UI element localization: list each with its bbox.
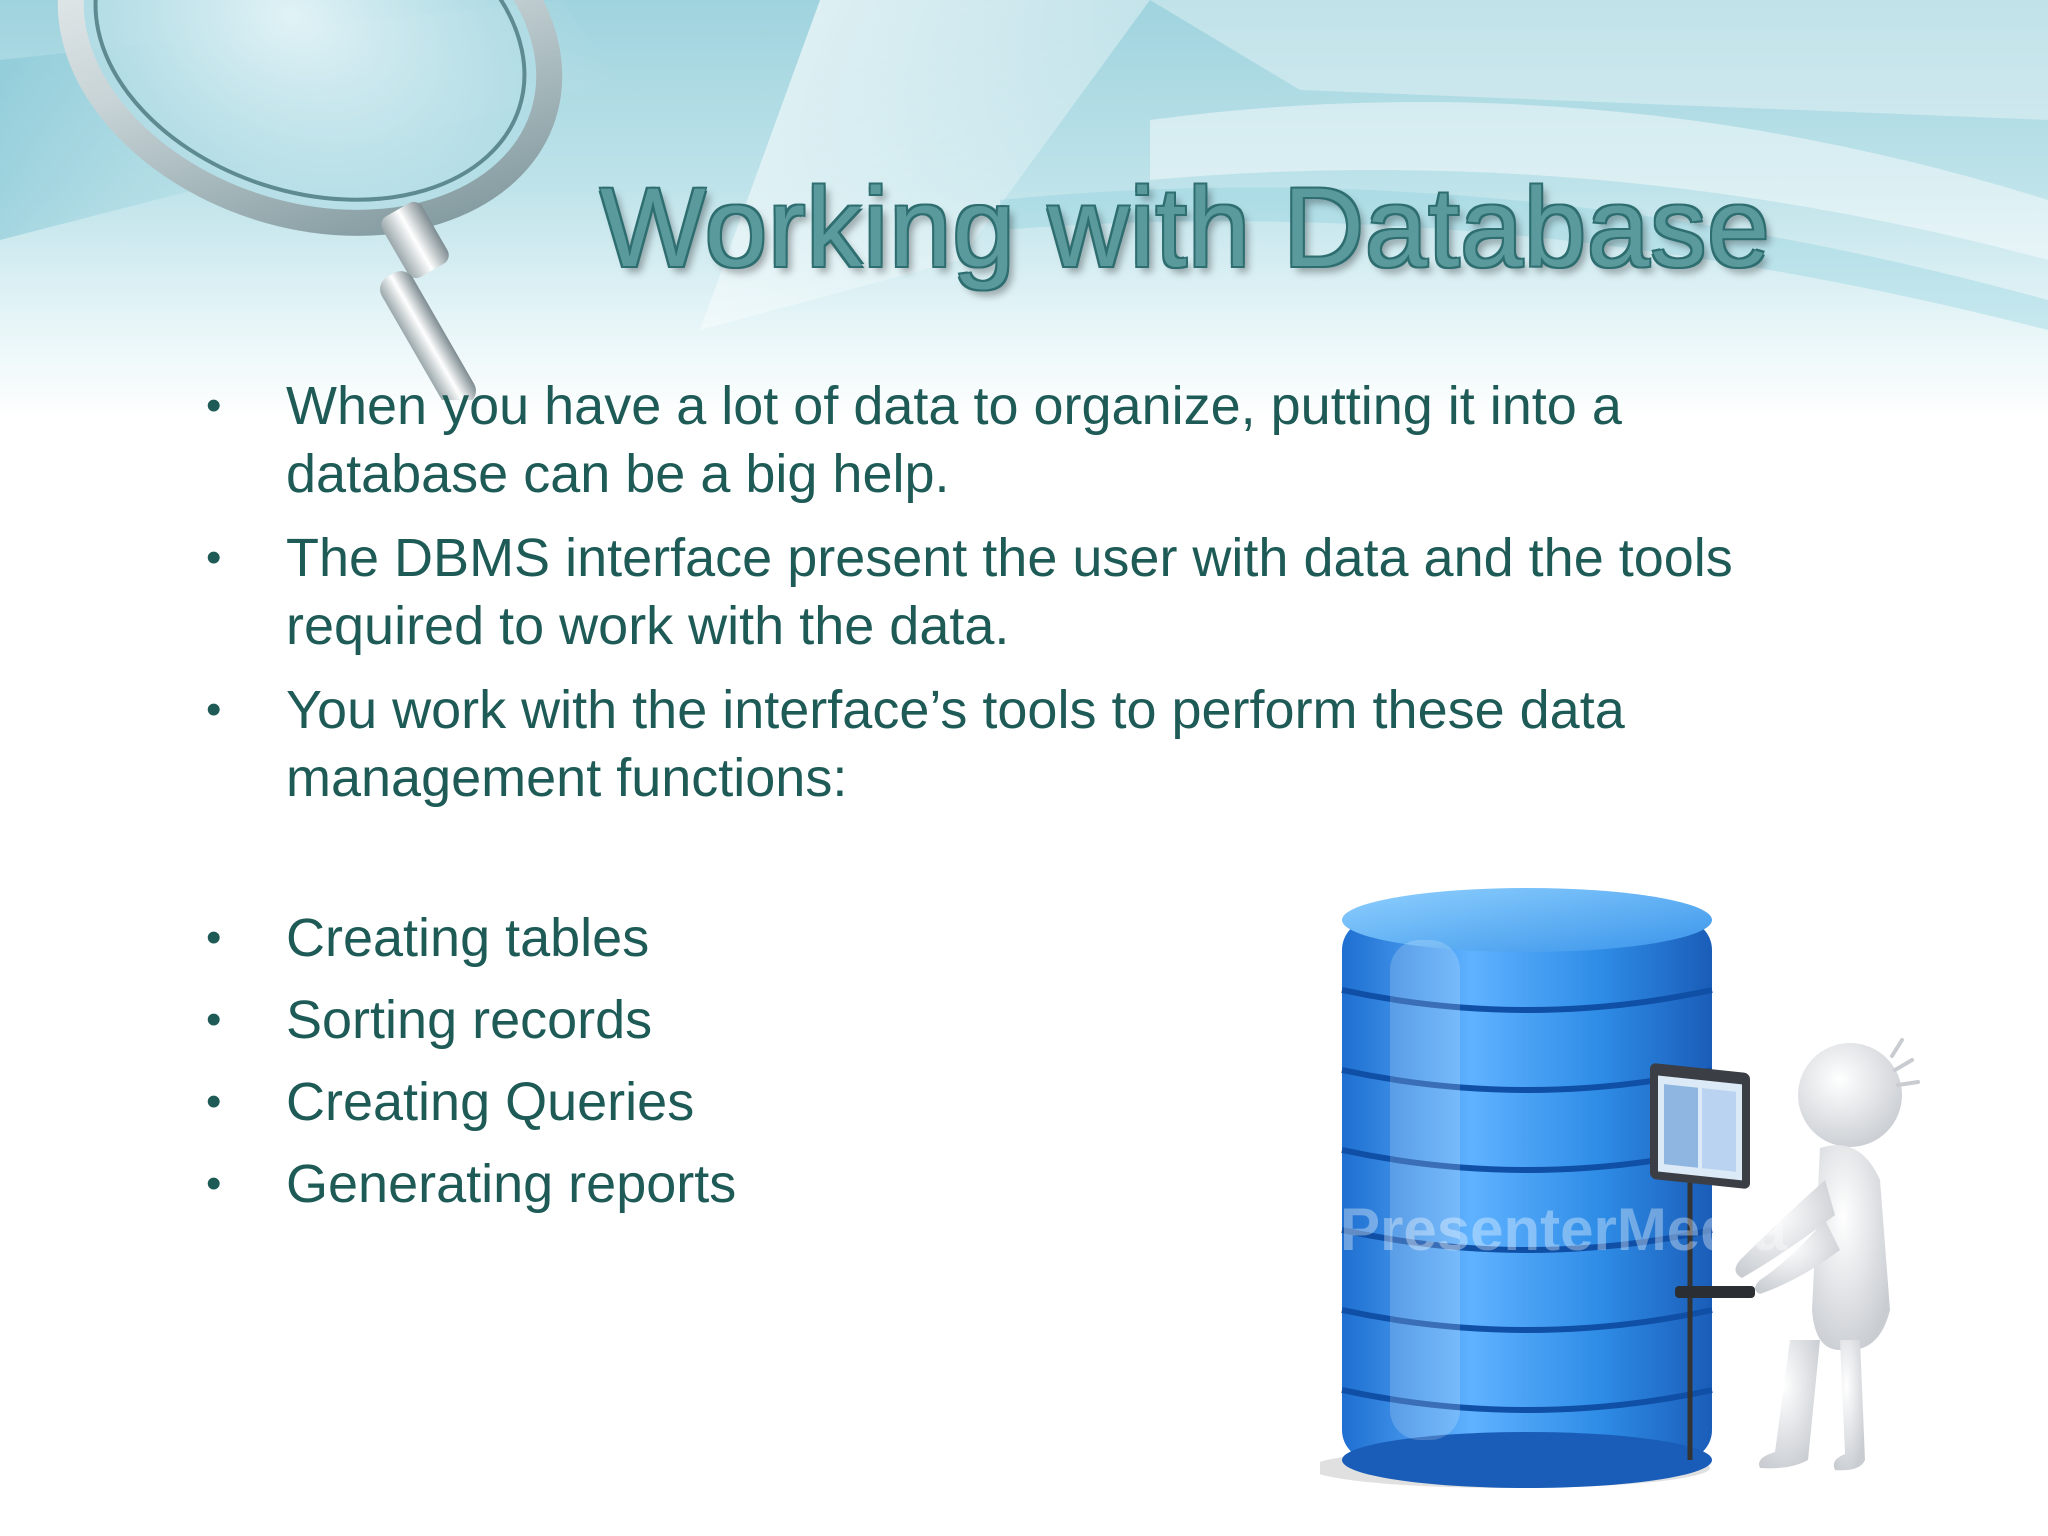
function-text: Sorting records: [286, 990, 653, 1050]
slide-title: Working with Database: [600, 165, 1771, 290]
magnifier-icon: [57, 0, 563, 400]
bullet-marker: •: [206, 685, 222, 734]
bullet-item: • The DBMS interface present the user wi…: [0, 524, 1850, 660]
bullet-marker: •: [206, 533, 222, 582]
bullet-text: When you have a lot of data to organize,…: [286, 376, 1622, 504]
function-text: Generating reports: [286, 1154, 737, 1214]
bullet-marker: •: [206, 995, 222, 1044]
database-illustration: PresenterMedia: [1320, 888, 1920, 1488]
bullet-marker: •: [206, 1159, 222, 1208]
bullet-item: • When you have a lot of data to organiz…: [0, 372, 1850, 508]
bullet-marker: •: [206, 381, 222, 430]
function-item: • Generating reports: [0, 1150, 900, 1218]
bullet-item: • You work with the interface’s tools to…: [0, 676, 1850, 812]
bullet-marker: •: [206, 1077, 222, 1126]
bullet-text: The DBMS interface present the user with…: [286, 528, 1733, 656]
function-text: Creating tables: [286, 908, 650, 968]
function-item: • Creating tables: [0, 904, 900, 972]
functions-list: • Creating tables • Sorting records • Cr…: [0, 904, 900, 1232]
function-item: • Creating Queries: [0, 1068, 900, 1136]
bullet-text: You work with the interface’s tools to p…: [286, 680, 1625, 808]
bullet-list: • When you have a lot of data to organiz…: [0, 372, 1850, 828]
bullet-marker: •: [206, 913, 222, 962]
function-text: Creating Queries: [286, 1072, 695, 1132]
function-item: • Sorting records: [0, 986, 900, 1054]
watermark: PresenterMedia: [1340, 1196, 1787, 1263]
